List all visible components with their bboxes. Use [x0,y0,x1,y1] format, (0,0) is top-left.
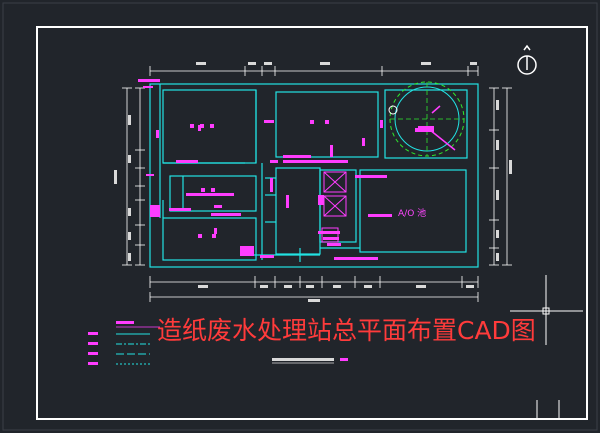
subtitle-marks [272,358,348,364]
circular-tank [388,81,465,157]
legend [88,321,160,365]
dimension-text-marks [114,62,512,302]
hopper-marks [321,171,347,243]
drawing-frame [36,26,588,420]
cad-crosshair-icon [510,275,583,345]
title-block-marks [536,400,560,419]
ao-tank-label: A/O 池 [398,207,426,219]
dimension-lines [122,66,512,302]
plan-walls [149,83,479,268]
north-arrow-icon [517,44,537,75]
drawing-title: 造纸废水处理站总平面布置CAD图 [157,316,536,345]
room-label-marks [190,120,419,238]
